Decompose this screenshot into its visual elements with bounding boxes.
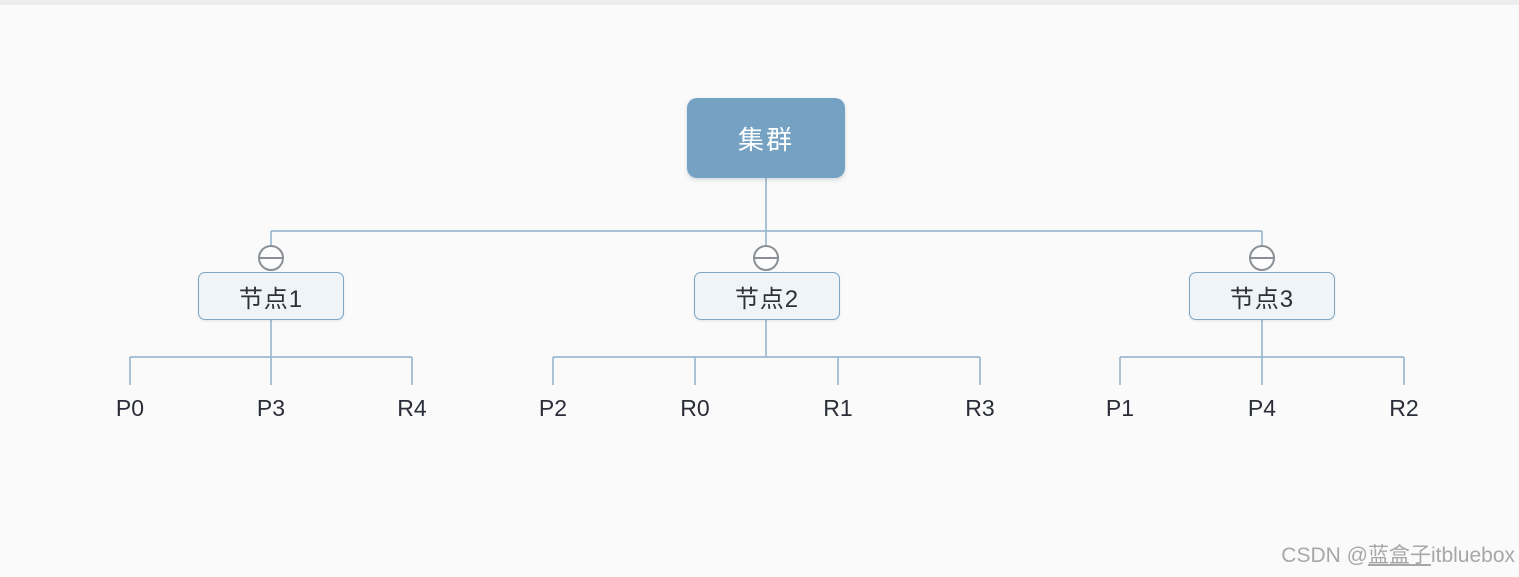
leaf-node[interactable]: R1 [823,394,853,421]
leaf-node[interactable]: P2 [538,394,568,421]
collapse-minus-icon-branch-1[interactable] [258,245,284,271]
collapse-minus-icon-branch-3[interactable] [1249,245,1275,271]
watermark-prefix: CSDN @ [1281,544,1368,567]
branch-node-label: 节点1 [238,285,304,313]
branch-node-1[interactable]: 节点1 [198,272,344,320]
watermark-author-link[interactable]: 蓝盒子 [1367,544,1431,567]
watermark-suffix: itbluebox [1430,544,1515,567]
branch-node-label: 节点3 [1229,285,1295,313]
leaf-node[interactable]: R4 [397,394,427,421]
top-edge-strip [0,0,1519,5]
leaf-node[interactable]: R2 [1389,394,1419,421]
watermark: CSDN @蓝盒子itbluebox [1281,539,1515,569]
leaf-node[interactable]: P4 [1247,394,1277,421]
leaf-node[interactable]: R0 [680,394,710,421]
leaf-node[interactable]: P1 [1105,394,1135,421]
leaf-node[interactable]: P3 [256,394,286,421]
leaf-node[interactable]: R3 [965,394,995,421]
branch-node-label: 节点2 [734,285,800,313]
collapse-minus-icon-branch-2[interactable] [753,245,779,271]
root-node-label: 集群 [737,124,794,155]
branch-node-3[interactable]: 节点3 [1189,272,1335,320]
leaf-node[interactable]: P0 [115,394,145,421]
branch-node-2[interactable]: 节点2 [694,272,840,320]
root-node-cluster[interactable]: 集群 [687,98,845,178]
